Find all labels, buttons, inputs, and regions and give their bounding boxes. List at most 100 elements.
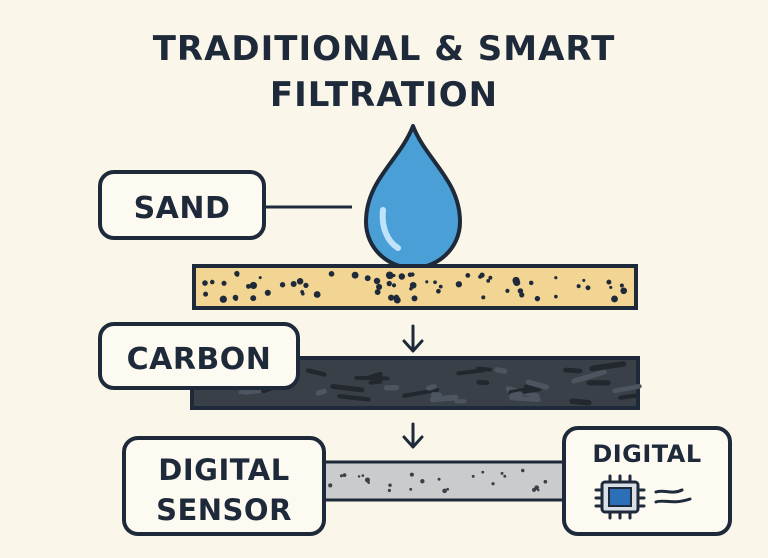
sand-grain	[609, 285, 613, 289]
sand-grain	[585, 285, 591, 291]
carbon-granule	[589, 361, 627, 372]
digital-device-box: DIGITAL	[562, 426, 732, 536]
sand-grain	[250, 295, 257, 302]
sensor-particle	[446, 487, 450, 491]
sand-grain	[290, 281, 297, 288]
carbon-granule	[508, 395, 541, 403]
sand-grain	[576, 284, 581, 289]
sand-grain	[622, 289, 626, 294]
sand-grain	[264, 289, 271, 296]
carbon-label-box: CARBON	[98, 322, 300, 390]
sand-grain	[398, 273, 406, 280]
sand-grain	[203, 291, 209, 297]
sand-grain	[233, 296, 238, 301]
sand-grain	[249, 281, 258, 290]
sand-grain	[393, 296, 401, 304]
sand-grain	[385, 271, 394, 279]
sensor-particle	[442, 488, 447, 494]
sand-grain	[219, 295, 227, 303]
sand-grain	[465, 273, 471, 278]
sensor-particle	[339, 474, 343, 478]
sand-label: SAND	[134, 191, 231, 226]
diagram-title-line2: FILTRATION	[269, 75, 499, 115]
sand-grain	[478, 274, 483, 279]
sensor-particle	[481, 470, 485, 474]
sand-grain	[373, 277, 381, 285]
sand-layer	[192, 264, 638, 310]
sand-grain	[235, 273, 240, 277]
sand-grain	[221, 280, 227, 286]
sensor-particle	[328, 483, 333, 488]
sand-grain	[486, 278, 491, 283]
carbon-granule	[586, 380, 611, 386]
carbon-granule	[494, 367, 508, 374]
carbon-granule	[383, 385, 400, 391]
diagram-title-line1: TRADITIONAL & SMART	[152, 29, 616, 69]
sand-grain	[517, 288, 524, 294]
sand-grain	[364, 275, 371, 282]
sensor-particle	[388, 483, 392, 487]
sand-grain	[407, 272, 413, 278]
sand-grain	[258, 276, 262, 280]
carbon-granule	[337, 394, 371, 402]
sand-grain	[433, 280, 437, 285]
sand-grain	[519, 292, 525, 298]
digital-sensor-label-box: DIGITAL SENSOR	[122, 436, 326, 536]
sensor-particle	[409, 487, 413, 491]
sand-grain	[481, 295, 486, 300]
carbon-granule	[525, 379, 549, 390]
digital-sensor-label-line1: DIGITAL	[158, 453, 289, 487]
sand-grain	[513, 278, 521, 287]
sensor-particle	[521, 468, 525, 473]
sensor-particle	[471, 474, 475, 478]
sand-grain	[554, 276, 558, 280]
sand-grain	[246, 283, 251, 289]
arrow-down-icon	[402, 324, 424, 353]
sand-grain	[303, 282, 309, 289]
sand-grain	[438, 284, 443, 289]
sensor-particle	[537, 488, 540, 492]
sand-grain	[619, 283, 624, 288]
sensor-texture	[328, 468, 569, 494]
carbon-granule	[456, 368, 486, 376]
sand-grain	[582, 278, 586, 282]
sand-grain	[425, 280, 429, 284]
water-drop-icon	[364, 124, 462, 270]
microchip-icon	[594, 474, 646, 520]
sand-grain	[554, 294, 558, 299]
sand-grain	[296, 278, 304, 285]
sensor-particle	[364, 477, 370, 483]
sensor-particle	[543, 479, 548, 484]
sand-grain	[328, 271, 335, 277]
sand-grain	[376, 283, 383, 290]
sensor-particle	[342, 473, 347, 478]
sand-grain	[351, 271, 359, 279]
sand-grain	[505, 288, 510, 293]
sand-grain	[374, 289, 381, 295]
sensor-particle	[420, 479, 425, 484]
sensor-particle	[357, 475, 361, 478]
carbon-granule	[426, 384, 437, 391]
sand-grain	[209, 279, 215, 285]
sand-grain	[202, 280, 208, 286]
sand-grain	[409, 281, 417, 289]
sand-grain	[391, 283, 397, 288]
sand-grain	[388, 294, 395, 301]
carbon-label: CARBON	[127, 342, 272, 377]
carbon-granule	[368, 379, 383, 385]
sensor-particle	[387, 488, 391, 493]
carbon-granule	[618, 393, 639, 400]
carbon-granule	[330, 383, 365, 393]
sand-grain	[313, 291, 321, 298]
carbon-granule	[476, 379, 490, 386]
sand-grain	[411, 295, 418, 302]
carbon-granule	[454, 399, 467, 404]
sand-texture	[202, 270, 628, 304]
sand-grain	[606, 279, 612, 285]
sensor-particle	[491, 482, 495, 486]
sensor-particle	[409, 472, 414, 477]
digital-label: DIGITAL	[592, 440, 701, 468]
sand-grain	[386, 280, 392, 287]
sensor-particle	[437, 477, 441, 481]
